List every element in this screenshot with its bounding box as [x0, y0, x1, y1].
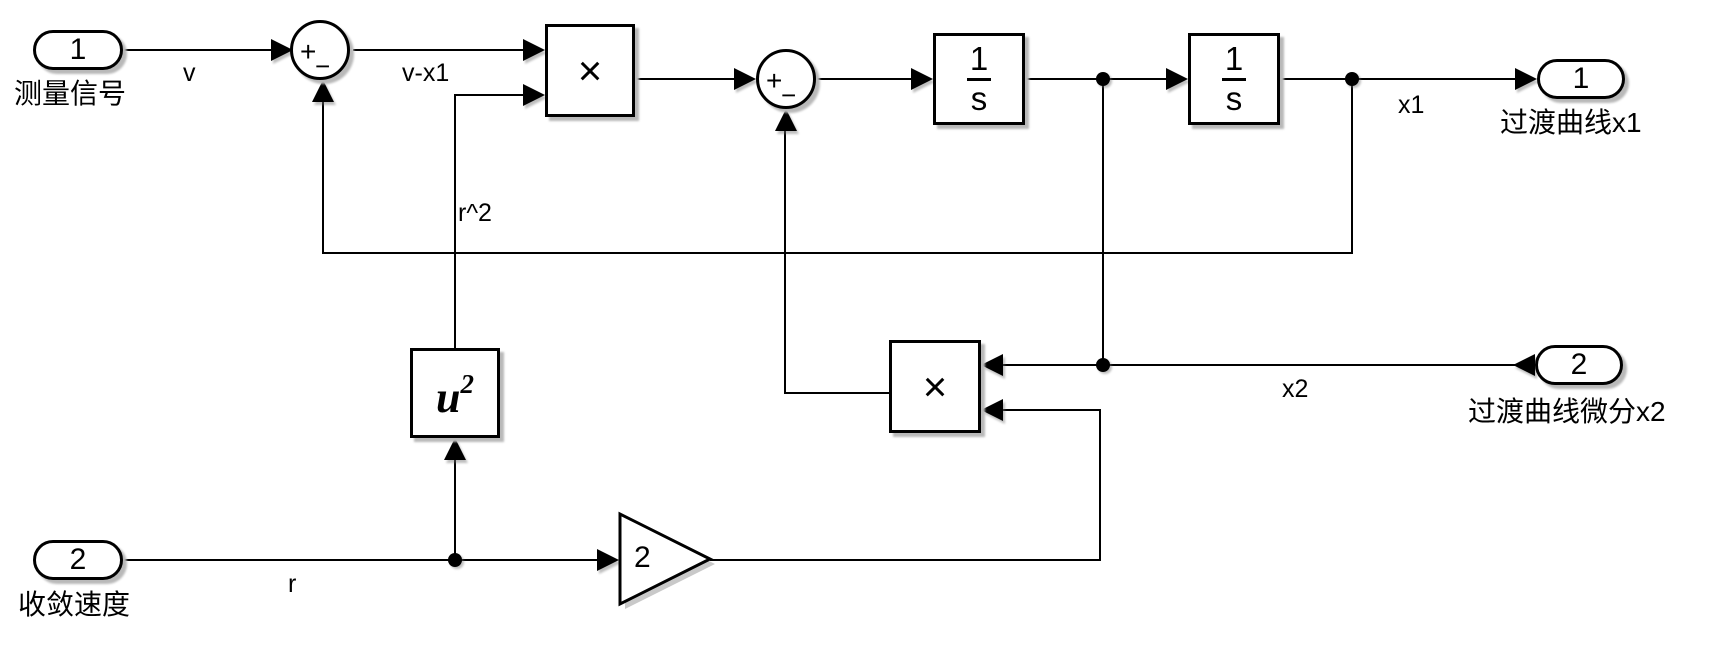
gain-block[interactable]: 2	[617, 511, 715, 609]
arrowhead-integrator1-input	[911, 68, 933, 90]
sum1-plus-sign: +	[300, 36, 317, 67]
branch-dot-r	[448, 553, 462, 567]
signal-label-r[interactable]: r	[288, 570, 297, 598]
wire-r-to-square[interactable]	[454, 460, 456, 560]
sum1-minus-sign: −	[315, 51, 331, 81]
arrowhead-product1-input2	[523, 84, 545, 106]
wire-r[interactable]	[123, 559, 599, 561]
product-block-1[interactable]: ×	[545, 24, 635, 117]
wire-product1-to-sum2[interactable]	[635, 78, 736, 80]
wire-r-squared-up[interactable]	[454, 94, 456, 349]
inport-2-number: 2	[69, 543, 87, 576]
inport-1-caption: 测量信号	[14, 78, 127, 109]
integrator-block-1[interactable]: 1 s	[933, 33, 1025, 125]
integrator1-numerator: 1	[969, 39, 989, 77]
signal-label-x2[interactable]: x2	[1282, 375, 1309, 403]
product1-symbol: ×	[577, 46, 603, 94]
square-base: u	[436, 373, 461, 422]
wire-x1-feedback-across[interactable]	[322, 252, 1353, 254]
outport-1-number: 1	[1572, 62, 1590, 95]
wire-v-minus-x1[interactable]	[353, 49, 525, 51]
arrowhead-sum1-input	[271, 39, 293, 61]
wire-x1-feedback-up[interactable]	[322, 102, 324, 254]
wire-gain-out-across[interactable]	[710, 559, 1101, 561]
inport-2[interactable]: 2	[33, 540, 123, 580]
arrowhead-gain-input	[597, 549, 619, 571]
integrator1-denominator: s	[970, 79, 988, 117]
wire-x1-feedback-down[interactable]	[1351, 79, 1353, 254]
arrowhead-outport2-input	[1513, 354, 1535, 376]
arrowhead-product2-input2	[981, 399, 1003, 421]
arrowhead-integrator2-input	[1166, 68, 1188, 90]
integrator-block-2[interactable]: 1 s	[1188, 33, 1280, 125]
branch-dot-x2-top	[1096, 72, 1110, 86]
integrator2-denominator: s	[1225, 79, 1243, 117]
signal-label-x1[interactable]: x1	[1398, 91, 1425, 119]
integrator2-numerator: 1	[1224, 39, 1244, 77]
branch-dot-x2-mid	[1096, 358, 1110, 372]
sum-block-1[interactable]: + −	[290, 20, 350, 80]
arrowhead-outport1-input	[1515, 68, 1537, 90]
square-function-block[interactable]: u 2	[410, 348, 500, 438]
wire-r-squared-to-product1[interactable]	[454, 94, 525, 96]
inport-1-number: 1	[69, 33, 87, 66]
signal-label-v[interactable]: v	[183, 59, 196, 87]
signal-label-v-minus-x1[interactable]: v-x1	[402, 59, 450, 87]
signal-label-r-squared[interactable]: r^2	[458, 199, 492, 227]
square-exponent: 2	[460, 368, 474, 399]
wire-gain-out-to-product2[interactable]	[1003, 409, 1101, 411]
arrowhead-sum1-minus-input	[312, 80, 334, 102]
wire-x2-branch-down[interactable]	[1102, 79, 1104, 365]
wire-x2-to-product2[interactable]	[1003, 364, 1103, 366]
inport-2-caption: 收敛速度	[18, 589, 131, 620]
sum2-plus-sign: +	[766, 65, 783, 96]
sum-block-2[interactable]: + −	[756, 49, 816, 109]
inport-1[interactable]: 1	[33, 30, 123, 70]
wire-x2-to-outport2[interactable]	[1103, 364, 1515, 366]
outport-2-caption: 过渡曲线微分x2	[1468, 396, 1666, 427]
integrator1-fraction-bar	[967, 77, 991, 81]
gain-triangle	[618, 511, 715, 609]
branch-dot-x1	[1345, 72, 1359, 86]
wire-gain-out-up[interactable]	[1099, 409, 1101, 561]
wire-v[interactable]	[123, 49, 273, 51]
outport-1[interactable]: 1	[1537, 59, 1625, 99]
arrowhead-sum2-input	[734, 68, 756, 90]
wire-sum2-to-integrator1[interactable]	[816, 78, 913, 80]
gain-value: 2	[634, 541, 651, 574]
wire-product2-out-across[interactable]	[784, 392, 890, 394]
wire-product2-out-up[interactable]	[784, 131, 786, 394]
wire-x1-to-outport1[interactable]	[1280, 78, 1517, 80]
arrowhead-square-input	[444, 438, 466, 460]
outport-1-caption: 过渡曲线x1	[1500, 107, 1642, 138]
arrowhead-sum2-minus-input	[775, 109, 797, 131]
sum2-minus-sign: −	[781, 80, 797, 110]
integrator2-fraction-bar	[1222, 77, 1246, 81]
product2-symbol: ×	[922, 362, 948, 410]
outport-2[interactable]: 2	[1535, 345, 1623, 385]
arrowhead-product1-input1	[523, 39, 545, 61]
arrowhead-product2-input1	[981, 354, 1003, 376]
outport-2-number: 2	[1570, 348, 1588, 381]
product-block-2[interactable]: ×	[889, 340, 981, 433]
